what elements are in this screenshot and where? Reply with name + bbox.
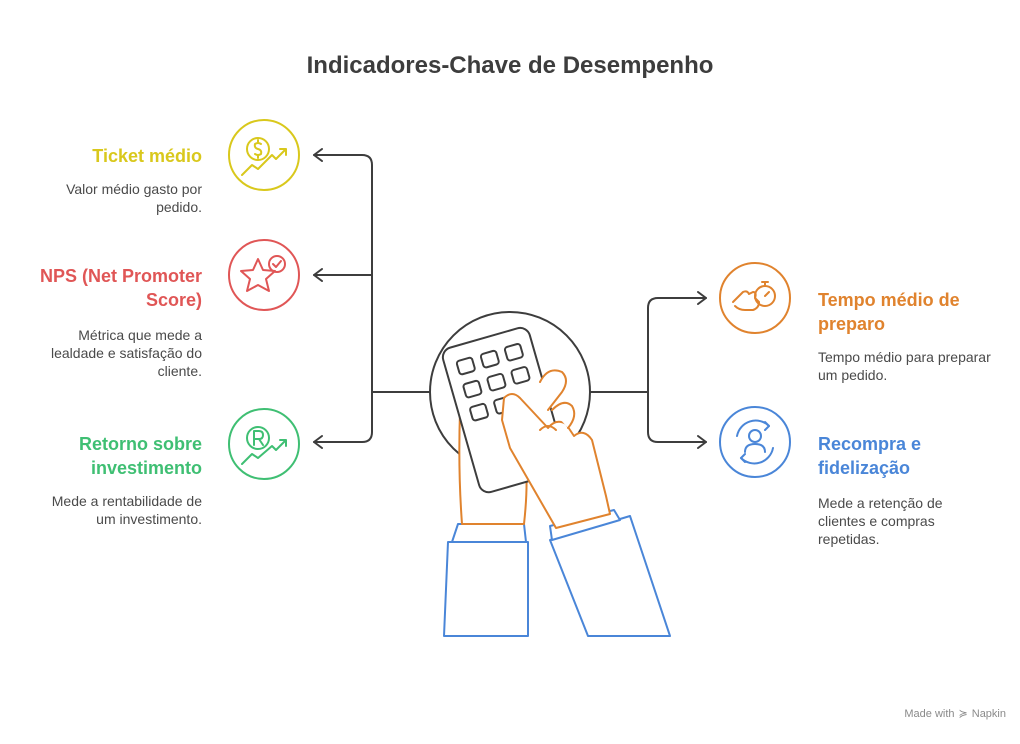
- tempo-label: Tempo médio de preparo: [818, 290, 960, 334]
- ticket-label: Ticket médio: [92, 146, 202, 166]
- roi-label: Retorno sobre investimento: [78, 434, 202, 478]
- dollar-growth-icon: [228, 119, 300, 191]
- tempo-description: Tempo médio para preparar um pedido.: [818, 349, 991, 383]
- ticket-description: Valor médio gasto por pedido.: [66, 181, 202, 215]
- roi-growth-icon: [228, 408, 300, 480]
- napkin-logo-icon: ≽: [958, 708, 968, 720]
- nps-label: NPS (Net Promoter Score): [39, 266, 202, 310]
- customer-cycle-icon: [719, 406, 791, 478]
- connector-right: [589, 297, 707, 443]
- recompra-label: Recompra e fidelização: [818, 434, 922, 478]
- brand-text: Napkin: [971, 707, 1006, 720]
- recompra-description: Mede a retenção de clientes e compras re…: [818, 495, 943, 547]
- page-title: Indicadores-Chave de Desempenho: [306, 52, 714, 79]
- connector-left: [313, 154, 431, 443]
- hand-calculator-icon: [429, 311, 671, 637]
- stopwatch-hand-icon: [719, 262, 791, 334]
- footer-badge[interactable]: Made with ≽ Napkin: [904, 707, 1006, 721]
- made-with-text: Made with: [904, 707, 955, 720]
- nps-description: Métrica que mede a lealdade e satisfação…: [51, 327, 202, 379]
- star-check-icon: [228, 239, 300, 311]
- roi-description: Mede a rentabilidade de um investimento.: [51, 493, 202, 527]
